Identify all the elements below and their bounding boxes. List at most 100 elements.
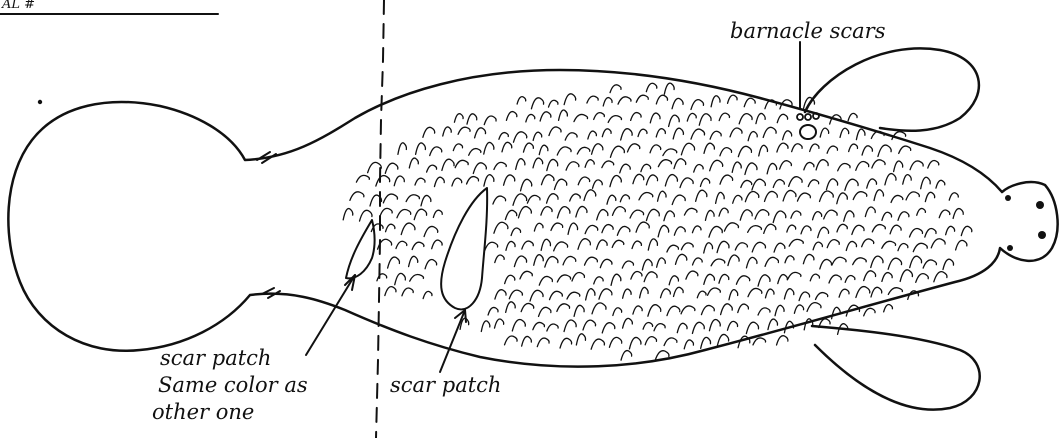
scale-mark: [681, 143, 694, 155]
scale-mark: [551, 223, 563, 230]
scale-mark: [789, 177, 802, 187]
scale-mark: [829, 275, 841, 283]
scale-mark: [485, 242, 498, 250]
scale-mark: [820, 128, 829, 137]
scale-mark: [383, 194, 397, 203]
scale-mark: [849, 144, 858, 151]
scale-mark: [602, 161, 614, 168]
scale-mark: [602, 225, 613, 233]
scale-mark: [506, 112, 516, 121]
scale-mark: [427, 165, 437, 172]
scale-mark: [746, 322, 758, 333]
scale-mark: [827, 240, 839, 248]
scale-mark: [758, 308, 770, 315]
scale-mark: [509, 290, 522, 299]
scale-mark: [900, 270, 912, 282]
scale-mark: [563, 256, 576, 264]
scale-mark: [633, 174, 644, 183]
scale-mark: [716, 192, 725, 203]
scale-mark: [864, 271, 876, 281]
scale-mark: [867, 179, 877, 188]
scale-mark: [699, 114, 711, 125]
scale-mark: [386, 224, 395, 232]
scale-mark: [885, 174, 896, 185]
scale-mark: [799, 292, 810, 301]
scar-patch-right-leader: [440, 310, 465, 372]
scale-mark: [791, 211, 801, 218]
scale-mark: [719, 208, 728, 216]
scale-mark: [547, 324, 558, 331]
scale-mark: [674, 159, 686, 169]
scale-mark: [523, 143, 533, 152]
scale-mark: [415, 178, 425, 185]
scale-mark: [729, 290, 738, 300]
scale-mark: [824, 210, 837, 219]
scale-mark: [680, 178, 693, 188]
scale-mark: [514, 256, 526, 267]
scale-mark: [495, 290, 506, 299]
scale-mark: [597, 240, 608, 249]
scale-mark: [493, 196, 506, 204]
scale-mark: [748, 132, 757, 141]
scale-mark: [643, 322, 653, 329]
barnacle-scars-marks: [797, 113, 819, 139]
scale-mark: [808, 180, 818, 187]
scale-mark: [376, 176, 390, 186]
scale-mark: [774, 243, 785, 252]
scale-mark: [709, 320, 720, 331]
scale-mark: [557, 207, 570, 218]
scale-mark: [395, 273, 406, 284]
scale-mark: [739, 114, 752, 124]
scale-mark: [409, 256, 418, 266]
scale-mark: [499, 133, 508, 140]
scale-mark: [665, 175, 677, 186]
scale-mark: [741, 180, 752, 187]
scale-mark: [554, 242, 568, 251]
scale-mark: [591, 339, 604, 349]
scale-mark: [526, 114, 535, 121]
label-scar-patch-left-1: scar patch: [160, 346, 271, 370]
scale-mark: [578, 177, 589, 185]
scale-mark: [572, 272, 584, 281]
scale-mark: [758, 275, 770, 286]
scale-mark: [545, 257, 558, 268]
scale-mark: [396, 241, 407, 248]
scale-mark: [576, 206, 587, 217]
scale-mark: [928, 161, 939, 169]
scale-mark: [613, 308, 622, 316]
scale-mark: [608, 116, 621, 123]
scale-mark: [728, 95, 738, 103]
scale-mark: [534, 255, 544, 266]
scale-mark: [738, 146, 751, 156]
scale-mark: [599, 289, 612, 299]
scale-mark: [845, 276, 855, 283]
scale-mark: [783, 131, 792, 140]
scale-mark: [898, 212, 909, 221]
scale-mark: [622, 261, 633, 268]
scale-mark: [894, 161, 903, 172]
scale-mark: [711, 96, 720, 107]
scale-mark: [537, 338, 549, 347]
scale-mark: [531, 98, 543, 109]
nostril-upper: [1005, 195, 1011, 201]
scale-mark: [946, 226, 955, 234]
scale-mark: [661, 289, 671, 298]
scale-mark: [871, 287, 882, 297]
scale-mark: [638, 129, 647, 136]
scale-mark: [658, 225, 669, 236]
scale-mark: [434, 177, 444, 186]
scale-mark: [350, 192, 364, 201]
scale-mark: [648, 305, 661, 317]
scale-mark: [656, 95, 667, 104]
scale-mark: [603, 98, 612, 106]
scale-mark: [701, 305, 714, 314]
scale-mark: [433, 210, 442, 217]
snout-details: [1005, 195, 1046, 251]
scale-mark: [467, 114, 477, 124]
scale-mark: [878, 145, 891, 156]
scale-mark: [756, 113, 765, 123]
scale-mark: [423, 127, 435, 137]
scale-mark: [664, 211, 674, 221]
scale-mark: [617, 226, 630, 235]
